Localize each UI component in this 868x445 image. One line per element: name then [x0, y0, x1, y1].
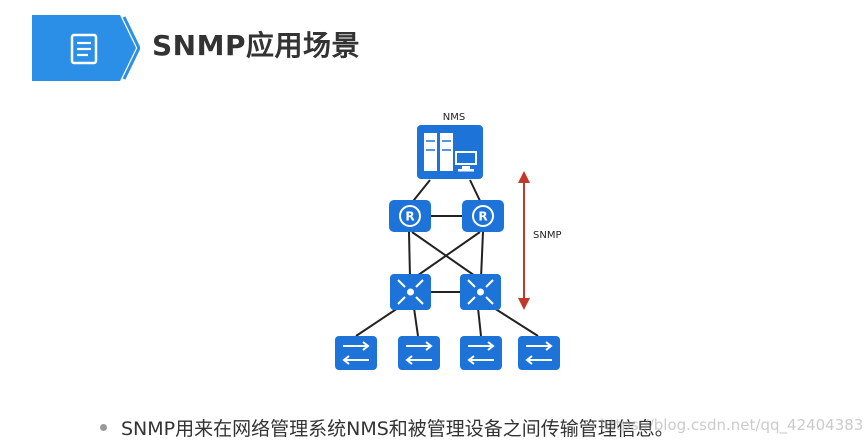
- links: [355, 179, 539, 337]
- nms-label: NMS: [443, 112, 465, 123]
- switch-icon: [398, 336, 440, 370]
- link-router1-core2: [411, 231, 479, 279]
- router-icon: R: [462, 200, 504, 232]
- slide-title: SNMP应用场景: [152, 29, 360, 62]
- link-router2-core1: [413, 231, 481, 279]
- bullet-text: SNMP用来在网络管理系统NMS和被管理设备之间传输管理信息。: [121, 418, 674, 440]
- switch-icon: [518, 336, 560, 370]
- watermark: https://blog.csdn.net/qq_42404383: [600, 416, 864, 434]
- router-icon: R: [389, 200, 431, 232]
- document-list-icon: [70, 33, 98, 65]
- bullet-dot: [100, 424, 107, 431]
- link-core1-access1: [355, 307, 399, 337]
- switch-icon: [335, 336, 377, 370]
- link-router2-core2: [480, 231, 484, 279]
- core-switch-icon: [460, 274, 501, 310]
- link-core2-access3: [477, 307, 482, 337]
- link-core2-access4: [493, 307, 539, 337]
- title-ribbon: [32, 15, 140, 81]
- svg-text:R: R: [478, 210, 487, 224]
- svg-text:R: R: [405, 210, 414, 224]
- snmp-label: SNMP: [533, 230, 562, 241]
- core-switch-icon: [390, 274, 431, 310]
- link-router1-core1: [408, 231, 411, 279]
- link-core1-access2: [413, 307, 419, 337]
- switch-icon: [460, 336, 502, 370]
- server-workstation-icon: [417, 125, 483, 179]
- bullet-item: SNMP用来在网络管理系统NMS和被管理设备之间传输管理信息。: [100, 414, 674, 441]
- network-diagram: NMS R R: [335, 112, 562, 370]
